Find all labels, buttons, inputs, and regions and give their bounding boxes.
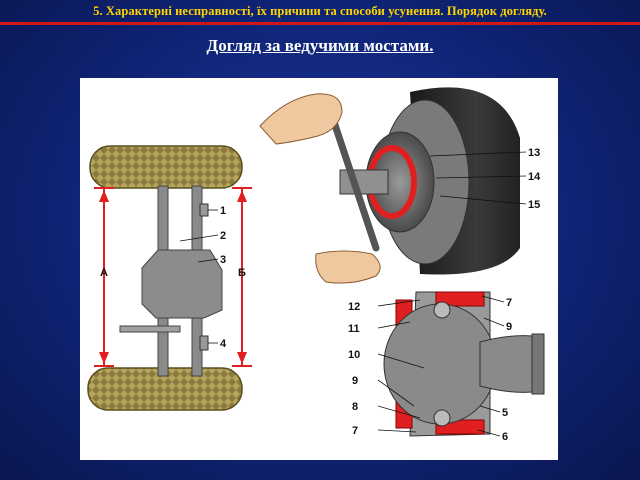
callout-6: 6 [502,431,508,443]
callout-9-left: 9 [352,375,358,387]
callout-1: 1 [220,205,226,217]
hub-adjustment-view: 13 14 15 [259,87,541,284]
dimension-label-a: А [100,267,108,279]
callout-7-right: 7 [506,297,512,309]
slide-subtitle: Догляд за ведучими мостами. [206,36,434,55]
differential-section-view: 12 11 10 9 8 7 7 9 5 6 [348,291,545,443]
callout-15: 15 [528,199,540,211]
callout-5: 5 [502,407,508,419]
callout-9-right: 9 [506,321,512,333]
axle-illustration: А Б 1 2 3 4 [87,87,545,443]
illustration-panel: А Б 1 2 3 4 [80,78,558,460]
header-title: 5. Характерні несправності, їх причини т… [93,4,547,18]
callout-10: 10 [348,349,360,361]
header-rule [0,22,640,25]
dimension-label-b: Б [238,267,246,279]
axle-top-view: А Б 1 2 3 4 [87,145,252,411]
callout-7-left: 7 [352,425,358,437]
callout-12: 12 [348,301,360,313]
callout-4: 4 [220,338,227,350]
callout-11: 11 [348,323,360,335]
callout-3: 3 [220,254,226,266]
callout-13: 13 [528,147,540,159]
callout-2: 2 [220,230,226,242]
header-bar: 5. Характерні несправності, їх причини т… [0,0,640,22]
callout-8: 8 [352,401,358,413]
top-tire [89,145,243,189]
callout-14: 14 [528,171,541,183]
